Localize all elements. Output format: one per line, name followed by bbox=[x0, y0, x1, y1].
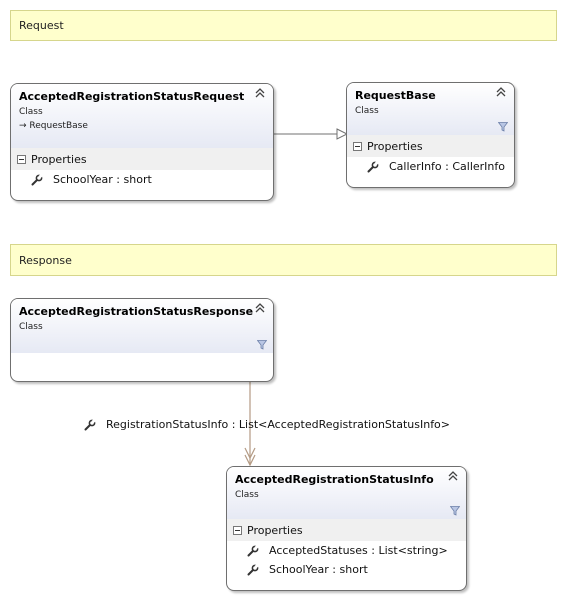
note-request-text: Request bbox=[19, 19, 64, 32]
class-name: AcceptedRegistrationStatusResponse bbox=[19, 305, 254, 318]
filter-icon[interactable] bbox=[450, 506, 460, 516]
class-accepted-registration-status-info[interactable]: AcceptedRegistrationStatusInfo Class Pro… bbox=[226, 466, 467, 591]
class-accepted-registration-status-request[interactable]: AcceptedRegistrationStatusRequest Class … bbox=[10, 83, 274, 201]
property-label: CallerInfo : CallerInfo bbox=[389, 160, 505, 173]
property-row[interactable]: CallerInfo : CallerInfo bbox=[347, 157, 514, 176]
wrench-icon bbox=[31, 173, 43, 185]
note-response[interactable]: Response bbox=[10, 244, 557, 276]
collapse-minus-icon[interactable] bbox=[353, 141, 362, 151]
class-kind: Class bbox=[355, 106, 379, 116]
properties-section-toggle[interactable]: Properties bbox=[11, 148, 273, 170]
properties-section-toggle[interactable]: Properties bbox=[227, 519, 466, 541]
class-kind: Class bbox=[235, 490, 259, 500]
class-header: AcceptedRegistrationStatusRequest Class … bbox=[11, 84, 273, 148]
collapse-minus-icon[interactable] bbox=[17, 154, 26, 164]
class-request-base[interactable]: RequestBase Class Properties CallerInfo … bbox=[346, 82, 515, 188]
association-label[interactable]: RegistrationStatusInfo : List<AcceptedRe… bbox=[84, 418, 450, 431]
property-label: SchoolYear : short bbox=[53, 173, 152, 186]
class-header: RequestBase Class bbox=[347, 83, 514, 135]
property-row[interactable]: SchoolYear : short bbox=[227, 560, 466, 579]
double-chevron-up-icon[interactable] bbox=[448, 471, 458, 484]
class-accepted-registration-status-response[interactable]: AcceptedRegistrationStatusResponse Class bbox=[10, 298, 274, 382]
class-header: AcceptedRegistrationStatusInfo Class bbox=[227, 467, 466, 519]
association-connector[interactable] bbox=[244, 382, 256, 467]
class-name: AcceptedRegistrationStatusInfo bbox=[235, 473, 434, 486]
double-chevron-up-icon[interactable] bbox=[255, 303, 265, 316]
class-header: AcceptedRegistrationStatusResponse Class bbox=[11, 299, 273, 353]
property-label: AcceptedStatuses : List<string> bbox=[269, 544, 448, 557]
property-row[interactable]: AcceptedStatuses : List<string> bbox=[227, 541, 466, 560]
note-response-text: Response bbox=[19, 253, 72, 267]
double-chevron-up-icon[interactable] bbox=[255, 88, 265, 101]
property-row[interactable]: SchoolYear : short bbox=[11, 170, 273, 189]
association-text: RegistrationStatusInfo : List<AcceptedRe… bbox=[106, 418, 451, 431]
inheritance-arrowhead bbox=[336, 128, 349, 140]
collapse-minus-icon[interactable] bbox=[233, 525, 242, 535]
class-base: → RequestBase bbox=[19, 121, 88, 131]
double-chevron-up-icon[interactable] bbox=[496, 87, 506, 100]
property-label: SchoolYear : short bbox=[269, 563, 368, 576]
properties-section-toggle[interactable]: Properties bbox=[347, 135, 514, 157]
properties-section-label: Properties bbox=[247, 523, 303, 537]
class-name: RequestBase bbox=[355, 89, 436, 102]
inheritance-connector[interactable] bbox=[274, 128, 349, 140]
note-request[interactable]: Request bbox=[10, 10, 557, 41]
wrench-icon bbox=[247, 563, 259, 575]
wrench-icon bbox=[247, 544, 259, 556]
filter-icon[interactable] bbox=[498, 122, 508, 132]
association-arrowhead bbox=[244, 454, 256, 467]
properties-section-label: Properties bbox=[367, 139, 423, 153]
properties-section-label: Properties bbox=[31, 152, 87, 166]
class-name: AcceptedRegistrationStatusRequest bbox=[19, 90, 245, 103]
class-kind: Class bbox=[19, 322, 43, 332]
wrench-icon bbox=[84, 418, 96, 430]
class-kind: Class bbox=[19, 107, 43, 117]
wrench-icon bbox=[367, 160, 379, 172]
filter-icon[interactable] bbox=[257, 340, 267, 350]
